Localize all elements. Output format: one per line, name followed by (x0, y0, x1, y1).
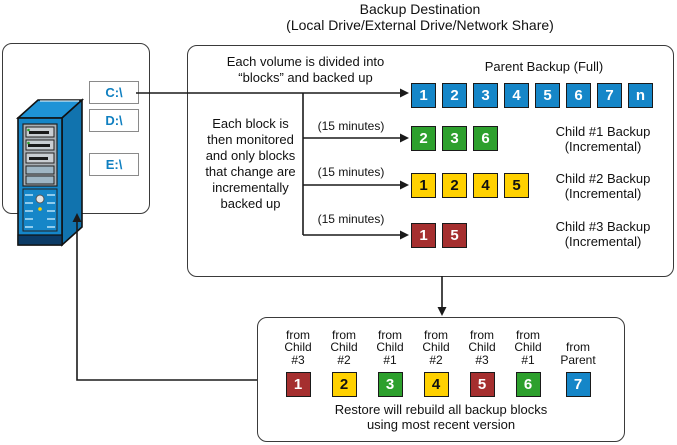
backup-block: 4 (473, 173, 498, 198)
restore-source-label: from Parent (560, 340, 596, 367)
restore-caption: Restore will rebuild all backup blocks u… (334, 402, 548, 432)
backup-block: 6 (473, 126, 498, 151)
restore-col-6: from Child #1 6 (506, 324, 550, 397)
backup-block: 3 (442, 126, 467, 151)
restore-block: 1 (285, 372, 311, 397)
backup-destination-box: Each volume is divided into “blocks” and… (187, 45, 674, 277)
child2-subtitle-line: (Incremental) (564, 186, 642, 201)
interval-label-2: (15 minutes) (317, 165, 385, 179)
child3-backup-title: Child #3 Backup (Incremental) (528, 219, 677, 249)
restore-col-7: from Parent 7 (550, 324, 606, 397)
restore-block: 5 (469, 372, 495, 397)
child3-backup-blocks: 1 5 (411, 223, 467, 248)
child2-backup-title: Child #2 Backup (Incremental) (528, 171, 677, 201)
child3-subtitle-line: (Incremental) (564, 234, 642, 249)
backup-block: 3 (473, 83, 498, 108)
backup-block: 5 (442, 223, 467, 248)
backup-block: 1 (411, 223, 436, 248)
backup-block: 1 (411, 83, 436, 108)
restore-col-2: from Child #2 2 (322, 324, 366, 397)
drive-e-label: E:\ (89, 153, 139, 176)
restore-source-label: from Child #2 (330, 327, 358, 367)
restore-block: 6 (515, 372, 541, 397)
restore-block: 2 (331, 372, 357, 397)
interval-label-1: (15 minutes) (317, 119, 385, 133)
arrowhead-restore (437, 307, 447, 316)
interval-label-3: (15 minutes) (317, 212, 385, 226)
child1-backup-blocks: 2 3 6 (411, 126, 498, 151)
restore-block: 3 (377, 372, 403, 397)
restore-col-3: from Child #1 3 (368, 324, 412, 397)
restore-source-label: from Child #1 (514, 327, 542, 367)
restore-col-5: from Child #3 5 (460, 324, 504, 397)
drive-c-text: C:\ (105, 85, 123, 100)
restore-source-label: from Child #3 (468, 327, 496, 367)
parent-backup-blocks: 1 2 3 4 5 6 7 n (411, 83, 653, 108)
backup-block: 5 (535, 83, 560, 108)
restore-source-label: from Child #2 (422, 327, 450, 367)
backup-block: 2 (442, 83, 467, 108)
diagram-title-line2: (Local Drive/External Drive/Network Shar… (286, 17, 554, 33)
backup-block: 7 (597, 83, 622, 108)
parent-backup-title: Parent Backup (Full) (484, 59, 604, 74)
child2-backup-blocks: 1 2 4 5 (411, 173, 529, 198)
restore-col-4: from Child #2 4 (414, 324, 458, 397)
restore-col-1: from Child #3 1 (276, 324, 320, 397)
restore-source-label: from Child #3 (284, 327, 312, 367)
diagram-title-line1: Backup Destination (359, 1, 481, 17)
backup-block: 2 (442, 173, 467, 198)
drive-e-text: E:\ (105, 157, 123, 172)
child1-title-line: Child #1 Backup (555, 124, 651, 139)
diagram-title: Backup Destination (Local Drive/External… (170, 1, 670, 33)
child1-subtitle-line: (Incremental) (564, 139, 642, 154)
backup-block: 1 (411, 173, 436, 198)
note-volume-divided: Each volume is divided into “blocks” and… (226, 54, 385, 85)
backup-block: 2 (411, 126, 436, 151)
backup-block: n (628, 83, 653, 108)
restore-block: 4 (423, 372, 449, 397)
server-tower-icon (15, 98, 85, 247)
child1-backup-title: Child #1 Backup (Incremental) (528, 124, 677, 154)
child2-title-line: Child #2 Backup (555, 171, 651, 186)
backup-block: 4 (504, 83, 529, 108)
note-block-monitored: Each block is then monitored and only bl… (205, 116, 296, 211)
source-server-box: C:\ D:\ E:\ (2, 43, 150, 247)
restore-block: 7 (565, 372, 591, 397)
child3-title-line: Child #3 Backup (555, 219, 651, 234)
drive-d-text: D:\ (105, 113, 123, 128)
drive-c-label: C:\ (89, 81, 139, 104)
backup-block: 6 (566, 83, 591, 108)
drive-d-label: D:\ (89, 109, 139, 132)
restore-source-label: from Child #1 (376, 327, 404, 367)
restore-box: from Child #3 1 from Child #2 2 from Chi… (257, 317, 625, 442)
backup-block: 5 (504, 173, 529, 198)
